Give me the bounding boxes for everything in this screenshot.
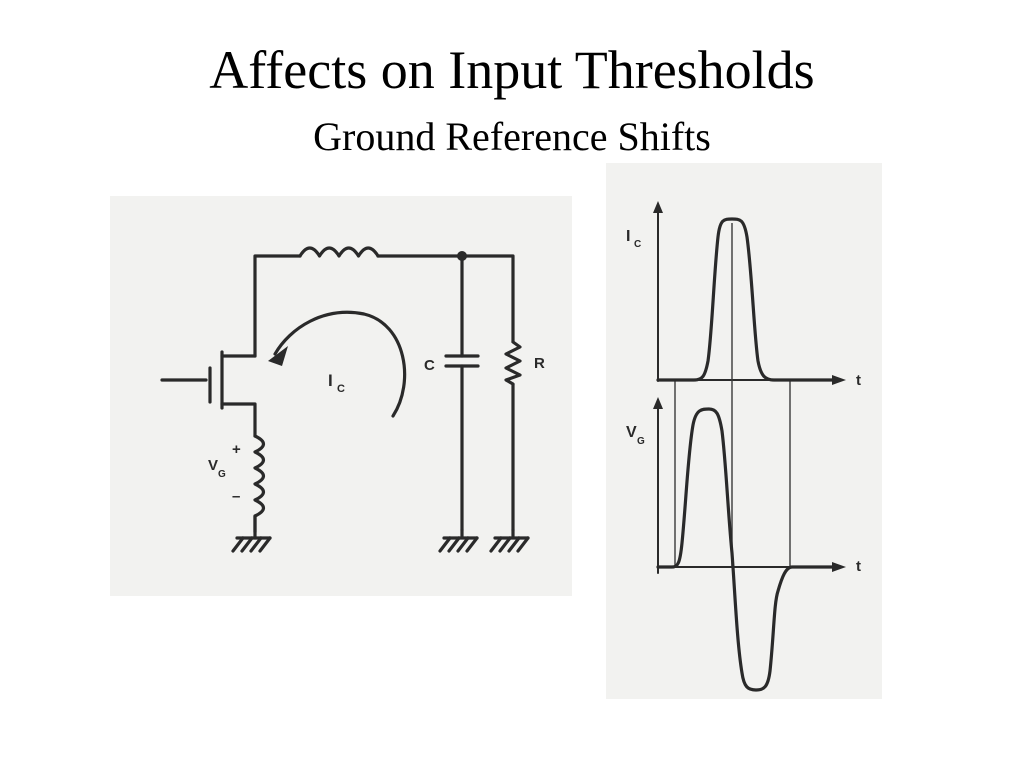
ic-y-axis-arrow <box>653 201 663 213</box>
circuit-schematic: I C C R V G + – <box>110 196 572 596</box>
waveform-plot: t I C t V G <box>606 163 882 699</box>
vg-time-axis-label: t <box>856 558 861 575</box>
resistor <box>504 340 522 386</box>
plus-sign: + <box>232 441 241 458</box>
vg-axis-label: V <box>626 424 637 441</box>
ground-symbol-capacitor <box>438 528 479 553</box>
ic-waveform <box>656 217 840 382</box>
slide-title: Affects on Input Thresholds <box>209 40 815 100</box>
ground-symbol-resistor <box>489 528 530 553</box>
source-inductor <box>253 434 266 534</box>
ic-axis-subscript: C <box>634 239 641 250</box>
current-loop-arrow <box>273 310 407 418</box>
series-inductor <box>298 246 380 258</box>
circuit-drawing: I C C R V G + – <box>160 246 545 553</box>
slide-subtitle: Ground Reference Shifts <box>313 114 711 159</box>
capacitor-label: C <box>424 357 435 374</box>
mosfet-source <box>220 402 257 438</box>
ic-time-axis-label: t <box>856 372 861 389</box>
waveform-drawing: t I C t V G <box>626 201 861 692</box>
resistor-label: R <box>534 355 545 372</box>
vg-axis-subscript: G <box>637 436 645 447</box>
current-arrow-head <box>268 346 288 366</box>
gate-voltage-label: V <box>208 457 218 474</box>
ground-symbol-source <box>231 536 272 553</box>
vg-waveform <box>656 407 840 692</box>
gate-voltage-subscript: G <box>218 469 226 480</box>
top-wire <box>253 254 515 532</box>
circuit-current-label: I <box>328 371 333 390</box>
circuit-current-subscript: C <box>337 383 345 395</box>
ic-axis-label: I <box>626 228 630 245</box>
minus-sign: – <box>232 488 240 505</box>
vg-y-axis-arrow <box>653 397 663 409</box>
